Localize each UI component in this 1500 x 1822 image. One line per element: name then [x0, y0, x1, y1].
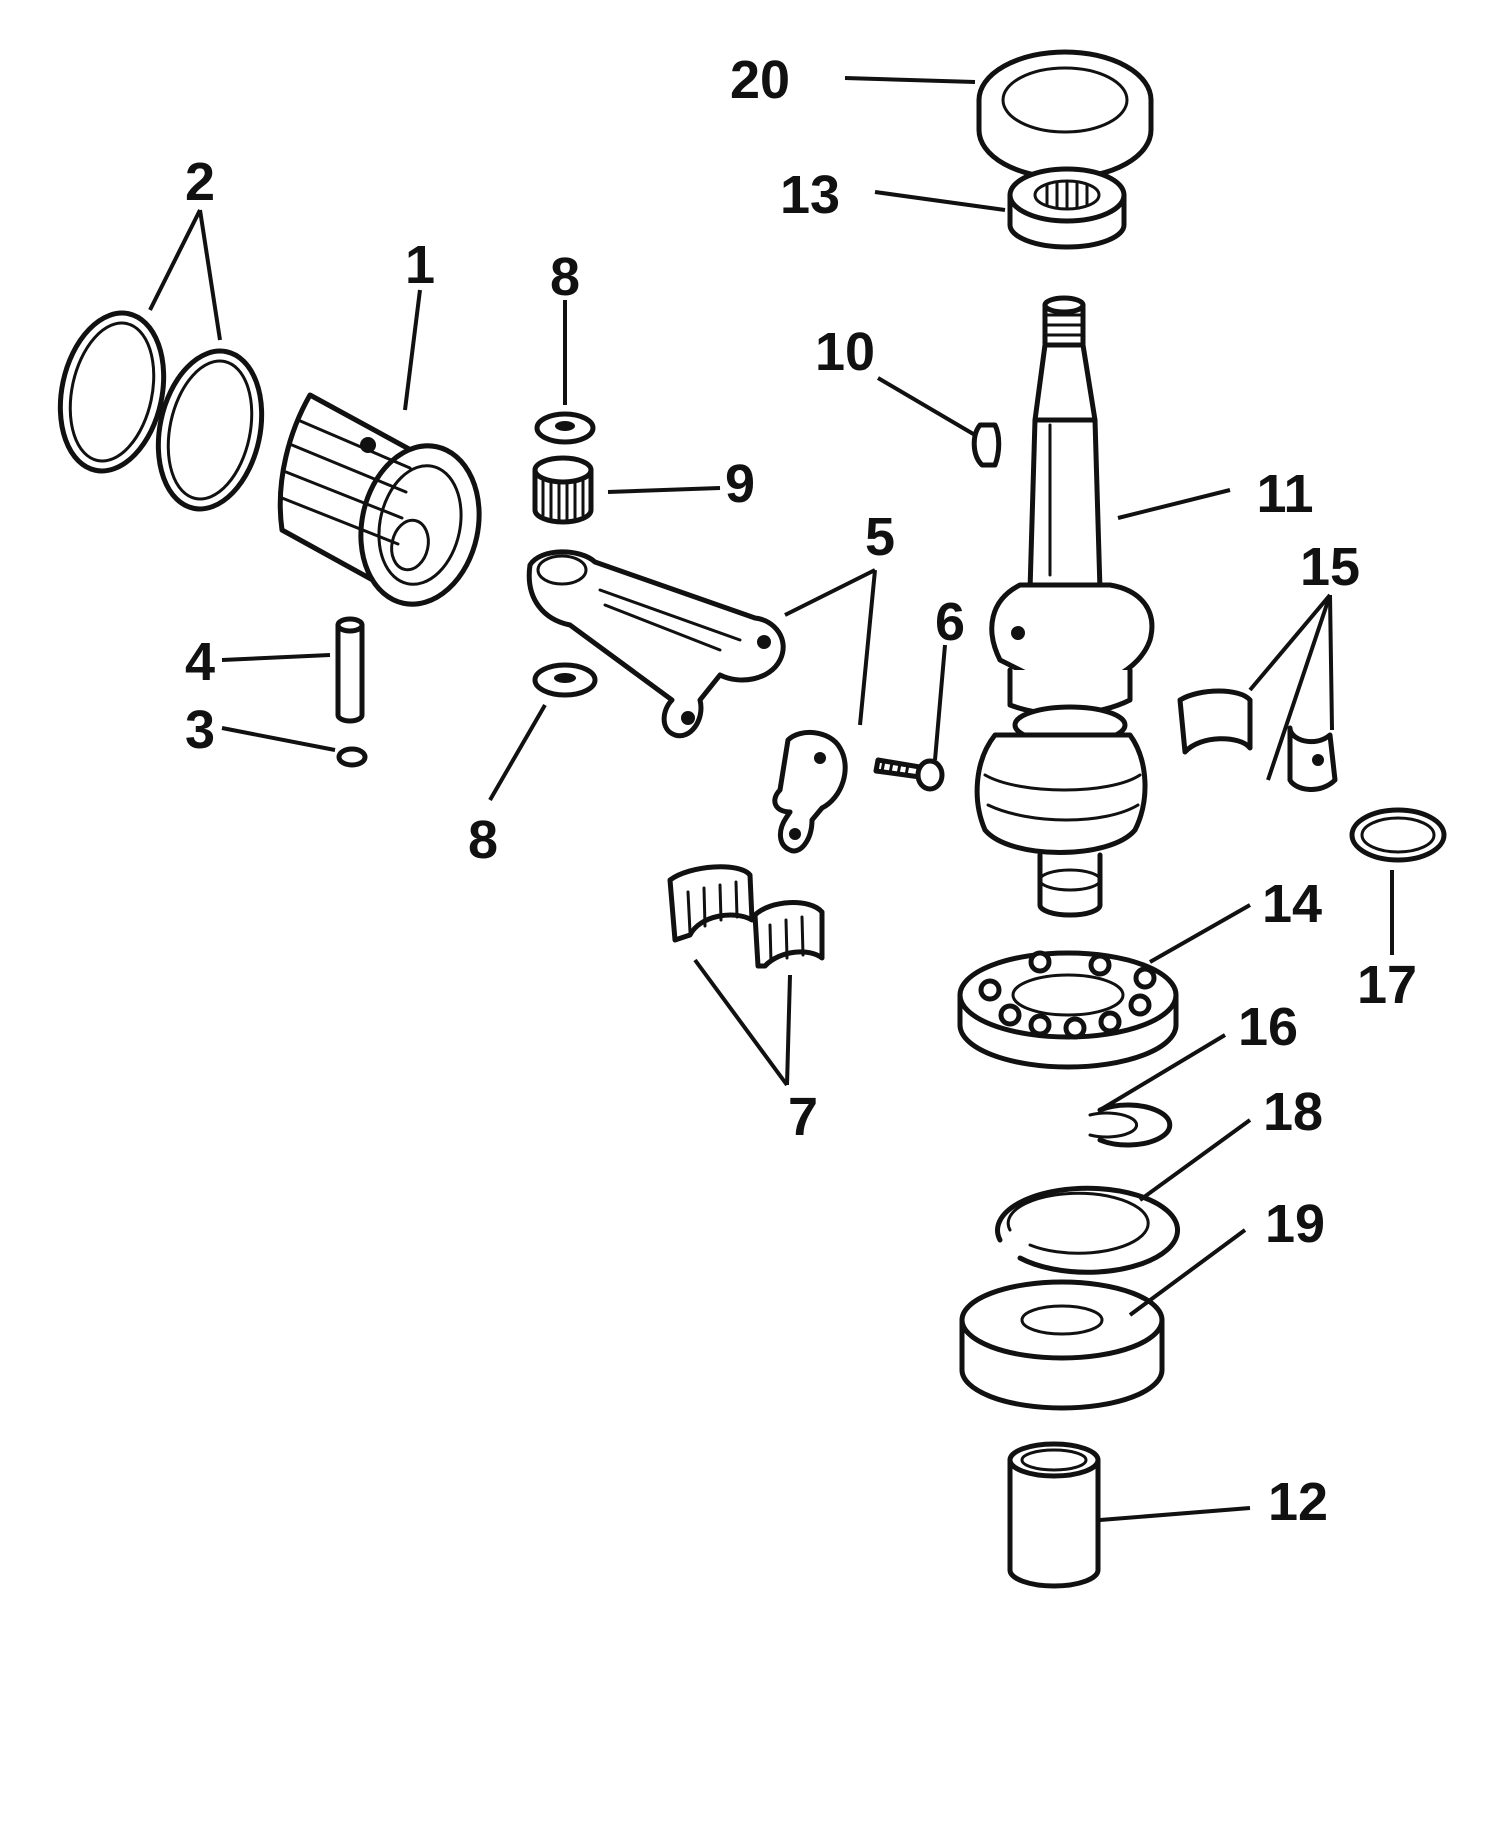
part-17-ring	[1349, 807, 1447, 863]
callout-8-lower: 8	[468, 810, 498, 870]
callout-6: 6	[935, 592, 965, 652]
callout-7: 7	[788, 1087, 818, 1147]
part-5-rod-cap	[772, 729, 848, 854]
callout-labels: 20 13 2 1 8 10 9 11 5 15 6 4 3 8 14 17 1…	[185, 50, 1417, 1532]
callout-8-upper: 8	[550, 247, 580, 307]
part-11-crankshaft	[974, 295, 1155, 918]
callout-9: 9	[725, 454, 755, 514]
callout-2: 2	[185, 152, 215, 212]
part-19-thrust-washer	[959, 1279, 1165, 1411]
part-8-lower-washer	[532, 662, 598, 698]
part-16-snap-ring	[1088, 1102, 1173, 1148]
callout-11: 11	[1256, 464, 1313, 524]
callout-15: 15	[1300, 537, 1360, 597]
part-13-bearing	[1007, 166, 1127, 250]
part-18-retaining-ring	[995, 1185, 1180, 1275]
part-4-wrist-pin	[335, 616, 365, 724]
callout-19: 19	[1265, 1194, 1325, 1254]
callout-14: 14	[1262, 874, 1322, 934]
part-14-ball-bearing	[957, 950, 1179, 1070]
part-6-screw	[873, 757, 945, 792]
part-5-connecting-rod	[526, 549, 786, 739]
callout-16: 16	[1238, 997, 1298, 1057]
callout-4: 4	[185, 632, 215, 692]
leader-lines	[148, 76, 1394, 1522]
part-9-needle-bearing	[532, 455, 594, 525]
callout-3: 3	[185, 700, 215, 760]
callout-10: 10	[815, 322, 875, 382]
part-12-sleeve	[1007, 1441, 1101, 1589]
part-7-bearing-cages	[667, 864, 825, 969]
callout-17: 17	[1357, 955, 1417, 1015]
callout-13: 13	[780, 165, 840, 225]
callout-18: 18	[1263, 1082, 1323, 1142]
part-8-upper-washer	[534, 411, 596, 445]
part-1-piston	[277, 392, 482, 607]
part-10-key	[971, 422, 1002, 468]
callout-20: 20	[730, 50, 790, 110]
callout-5: 5	[865, 507, 895, 567]
part-20-seal	[976, 49, 1154, 181]
callout-12: 12	[1268, 1472, 1328, 1532]
part-3-retaining-ring	[336, 746, 368, 768]
part-2-piston-rings	[57, 310, 265, 512]
part-15-bearing-halves	[1177, 688, 1338, 792]
callout-1: 1	[405, 235, 435, 295]
